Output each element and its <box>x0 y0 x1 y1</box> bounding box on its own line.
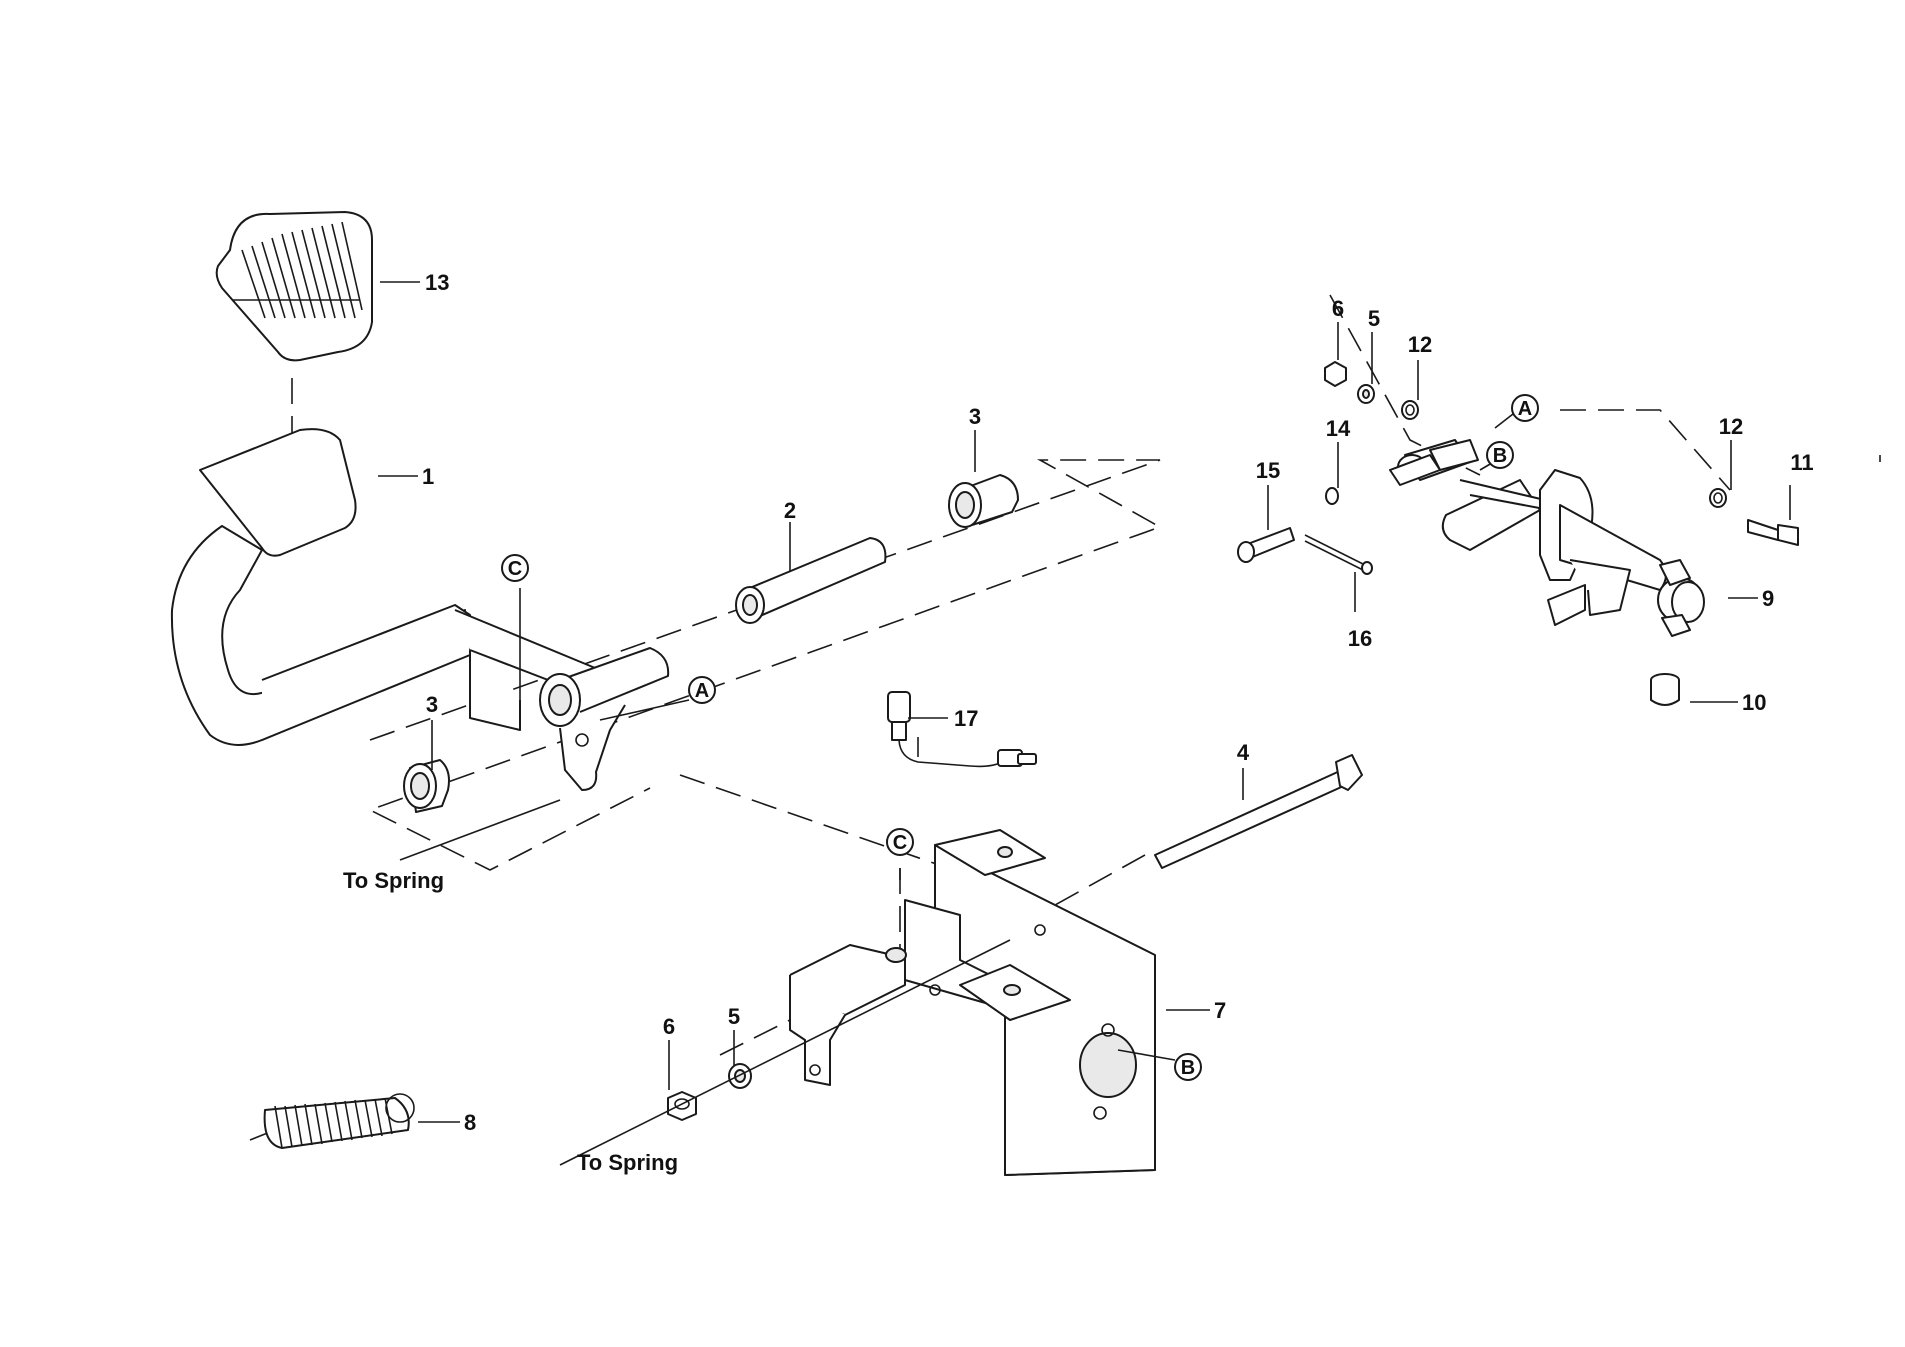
lower-washer <box>728 1063 752 1089</box>
callout-8: 8 <box>464 1110 476 1135</box>
callout-numbers: 13 1 2 3 3 4 7 8 9 10 11 6 5 12 12 14 15… <box>422 270 1814 1135</box>
callout-12-right: 12 <box>1719 414 1743 439</box>
callout-14: 14 <box>1326 416 1351 441</box>
pivot-tube <box>735 537 887 624</box>
callout-3-left: 3 <box>426 692 438 717</box>
ref-letter-b-cylinder: B <box>1486 441 1514 469</box>
callout-4: 4 <box>1237 740 1250 765</box>
callout-17: 17 <box>954 706 978 731</box>
ref-letter-text: C <box>893 832 907 854</box>
ref-letter-b-bracket: B <box>1174 1053 1202 1081</box>
callout-6-top: 6 <box>1332 296 1344 321</box>
callout-15: 15 <box>1256 458 1280 483</box>
callout-16: 16 <box>1348 626 1372 651</box>
o-ring-12-right <box>1709 488 1727 508</box>
leader-lines <box>378 281 1881 1166</box>
callout-13: 13 <box>425 270 449 295</box>
bolt-11 <box>1747 519 1799 546</box>
ref-letter-text: B <box>1493 445 1507 467</box>
ref-letter-a-pedal: A <box>688 676 716 704</box>
callout-3-top: 3 <box>969 404 981 429</box>
ref-letter-text: B <box>1181 1057 1195 1079</box>
callout-5-bottom: 5 <box>728 1004 740 1029</box>
ref-letter-text: A <box>1518 398 1532 420</box>
ref-letter-text: C <box>508 558 522 580</box>
upper-nut <box>1324 361 1347 387</box>
lower-nut <box>667 1091 697 1121</box>
clevis-pin-15 <box>1237 527 1295 563</box>
cotter-pin-16 <box>1304 534 1373 575</box>
callout-11: 11 <box>1790 450 1813 475</box>
pedal-hub <box>539 647 670 791</box>
callout-7: 7 <box>1214 998 1226 1023</box>
ref-letter-text: A <box>695 680 709 702</box>
cap-10 <box>1650 673 1680 706</box>
callout-1: 1 <box>422 464 434 489</box>
pedal-pad <box>215 211 373 362</box>
o-ring-12-left <box>1401 400 1419 420</box>
upper-washer-5 <box>1357 384 1375 404</box>
ref-letter-c-pedal: C <box>501 554 529 582</box>
mounting-bracket <box>789 829 1156 1176</box>
callout-9: 9 <box>1762 586 1774 611</box>
ref-letter-a-cylinder: A <box>1511 394 1539 422</box>
callout-12-left: 12 <box>1408 332 1432 357</box>
callout-5-top: 5 <box>1368 306 1380 331</box>
washer-14 <box>1325 487 1339 505</box>
callout-2: 2 <box>784 498 796 523</box>
callout-10: 10 <box>1742 690 1766 715</box>
bushing-left <box>403 759 450 813</box>
brake-switch <box>887 691 1037 768</box>
return-spring <box>249 1093 415 1149</box>
note-to-spring-top: To Spring <box>343 868 444 893</box>
bushing-right <box>948 474 1019 528</box>
clevis <box>1389 439 1479 486</box>
ref-letter-c-bracket: C <box>886 828 914 856</box>
note-to-spring-bottom: To Spring <box>577 1150 678 1175</box>
long-bolt <box>1154 754 1363 869</box>
callout-6-bottom: 6 <box>663 1014 675 1039</box>
